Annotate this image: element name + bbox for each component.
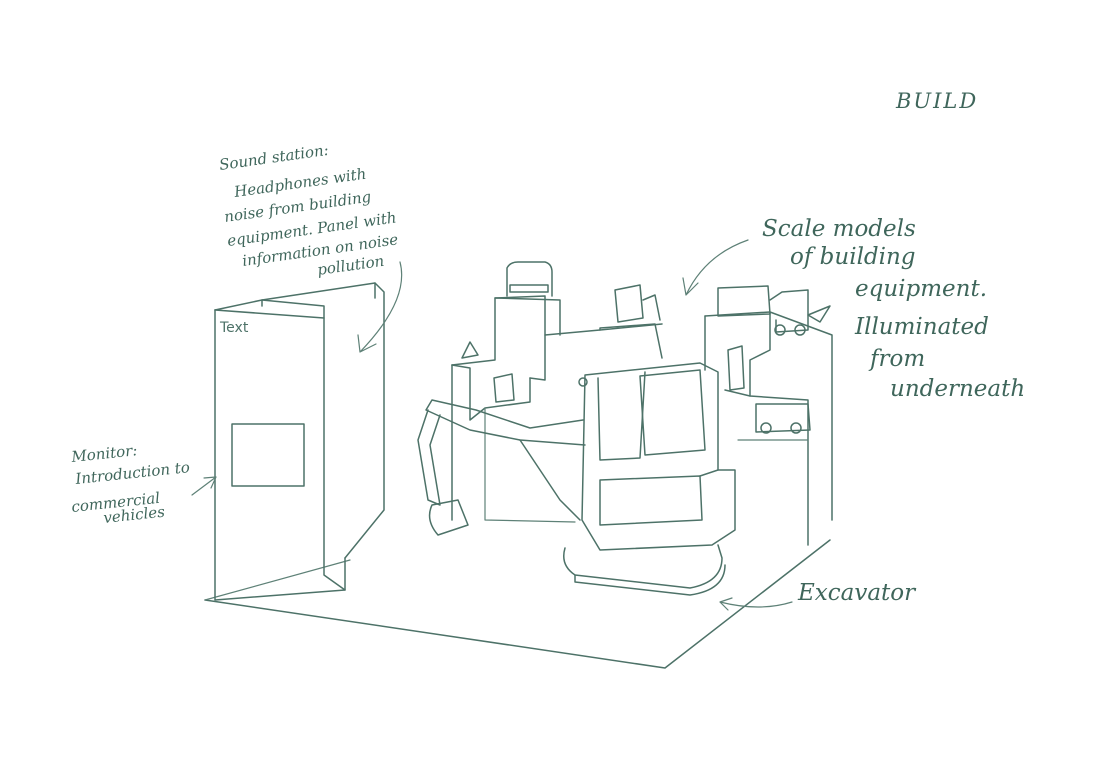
model-van [755, 403, 811, 434]
arrow-excavator [719, 597, 793, 611]
annotation-scale-models-line-1: Scale models [762, 216, 916, 242]
floor-platform [204, 539, 831, 669]
model-small-block [727, 345, 745, 391]
arrow-monitor [191, 476, 217, 496]
annotation-excavator-text: Excavator [797, 580, 917, 606]
annotation-scale-models-line-4: Illuminated [854, 314, 989, 340]
annotation-scale-models: Scale models of building equipment. Illu… [682, 216, 1025, 402]
monitor-column: Text [214, 299, 346, 601]
sketch-title: BUILD [895, 89, 978, 113]
model-truck-cab [506, 261, 553, 297]
excavator [417, 362, 736, 596]
model-small-digger [461, 341, 515, 403]
monitor-screen [231, 423, 305, 487]
model-truck-right [717, 285, 831, 336]
annotation-scale-models-line-3: equipment. [855, 276, 987, 302]
arrow-scale-models [682, 239, 749, 296]
annotation-sound-station-line-1: Sound station: [218, 141, 330, 174]
sound-station-panel [261, 282, 385, 559]
panel-text-label: Text [219, 320, 249, 336]
annotation-scale-models-line-2: of building [790, 244, 916, 270]
model-display-plinths [451, 261, 833, 546]
annotation-scale-models-line-6: underneath [890, 376, 1025, 402]
model-tower [614, 284, 661, 323]
annotation-scale-models-line-5: from [868, 346, 925, 372]
arrow-sound-station [357, 261, 403, 353]
annotation-monitor: Monitor: Introduction to commercial vehi… [70, 441, 217, 527]
annotation-monitor-line-1: Monitor: [70, 441, 139, 466]
annotation-excavator: Excavator [719, 580, 917, 611]
